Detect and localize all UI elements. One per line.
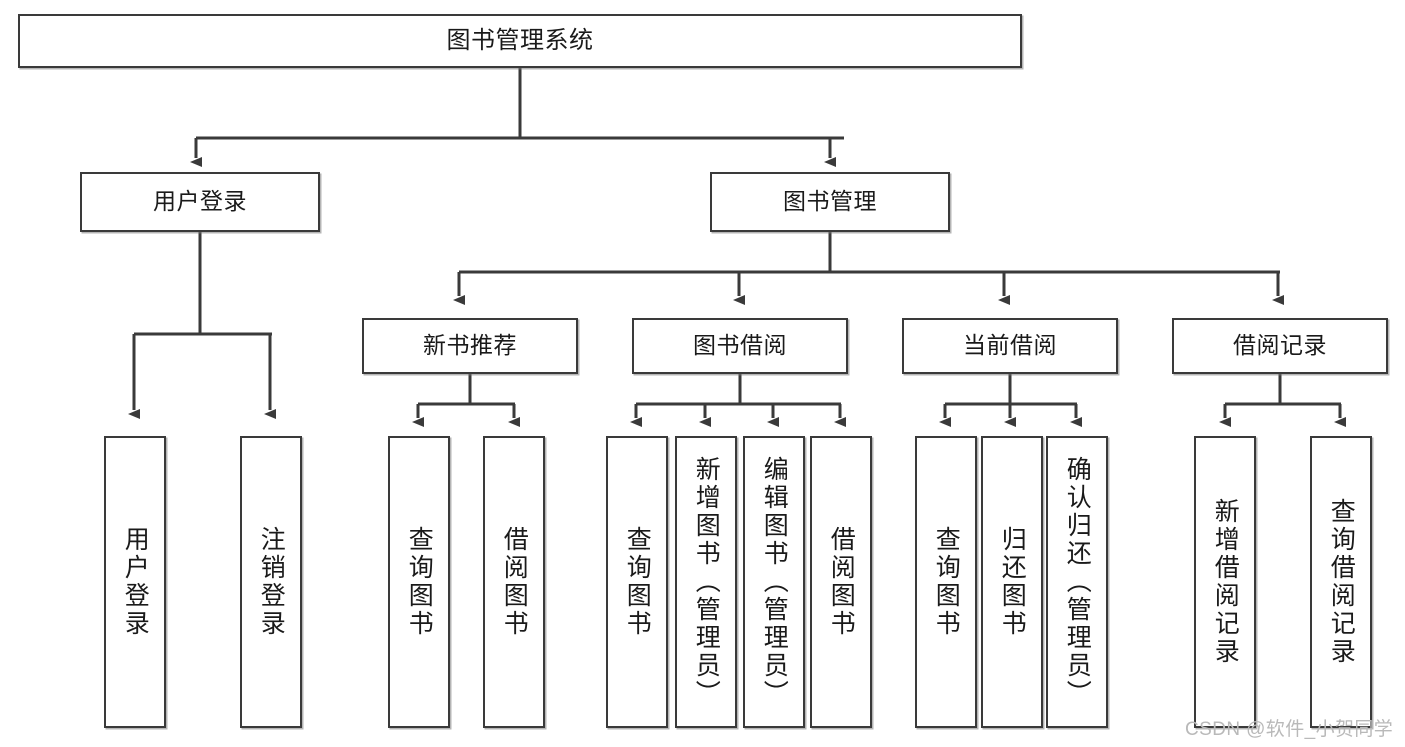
node-leaf-return-book[interactable]: 归还图书 [981,436,1043,728]
node-leaf-query-record[interactable]: 查询借阅记录 [1310,436,1372,728]
node-user-login[interactable]: 用户登录 [80,172,320,232]
node-leaf-query-book-2[interactable]: 查询图书 [606,436,668,728]
node-label: 编辑图书（管理员） [760,456,789,708]
node-label: 新增借阅记录 [1211,498,1240,666]
node-label: 确认归还（管理员） [1063,456,1092,708]
node-current-borrow[interactable]: 当前借阅 [902,318,1118,374]
node-root-system[interactable]: 图书管理系统 [18,14,1022,68]
node-label: 用户登录 [153,188,247,215]
node-leaf-add-record[interactable]: 新增借阅记录 [1194,436,1256,728]
node-label: 查询图书 [623,526,652,638]
node-book-manage[interactable]: 图书管理 [710,172,950,232]
node-leaf-logout[interactable]: 注销登录 [240,436,302,728]
node-label: 查询图书 [405,526,434,638]
node-borrow-record[interactable]: 借阅记录 [1172,318,1388,374]
node-leaf-confirm-return[interactable]: 确认归还（管理员） [1046,436,1108,728]
node-new-book-rec[interactable]: 新书推荐 [362,318,578,374]
node-book-borrow[interactable]: 图书借阅 [632,318,848,374]
node-label: 图书借阅 [693,332,787,359]
node-label: 查询借阅记录 [1327,498,1356,666]
node-label: 借阅记录 [1233,332,1327,359]
node-label: 新增图书（管理员） [692,456,721,708]
node-label: 借阅图书 [827,526,856,638]
node-leaf-query-book-1[interactable]: 查询图书 [388,436,450,728]
node-label: 图书管理系统 [446,26,594,54]
node-label: 借阅图书 [500,526,529,638]
node-label: 注销登录 [257,526,286,638]
node-label: 查询图书 [932,526,961,638]
node-leaf-edit-book[interactable]: 编辑图书（管理员） [743,436,805,728]
node-leaf-add-book[interactable]: 新增图书（管理员） [675,436,737,728]
node-label: 用户登录 [121,526,150,638]
node-label: 图书管理 [783,188,877,215]
node-leaf-borrow-book-2[interactable]: 借阅图书 [810,436,872,728]
node-leaf-query-book-3[interactable]: 查询图书 [915,436,977,728]
node-label: 新书推荐 [423,332,517,359]
csdn-watermark: CSDN @软件_小贺同学 [1185,719,1394,740]
node-label: 当前借阅 [963,332,1057,359]
node-leaf-borrow-book-1[interactable]: 借阅图书 [483,436,545,728]
node-label: 归还图书 [998,526,1027,638]
node-leaf-user-login[interactable]: 用户登录 [104,436,166,728]
